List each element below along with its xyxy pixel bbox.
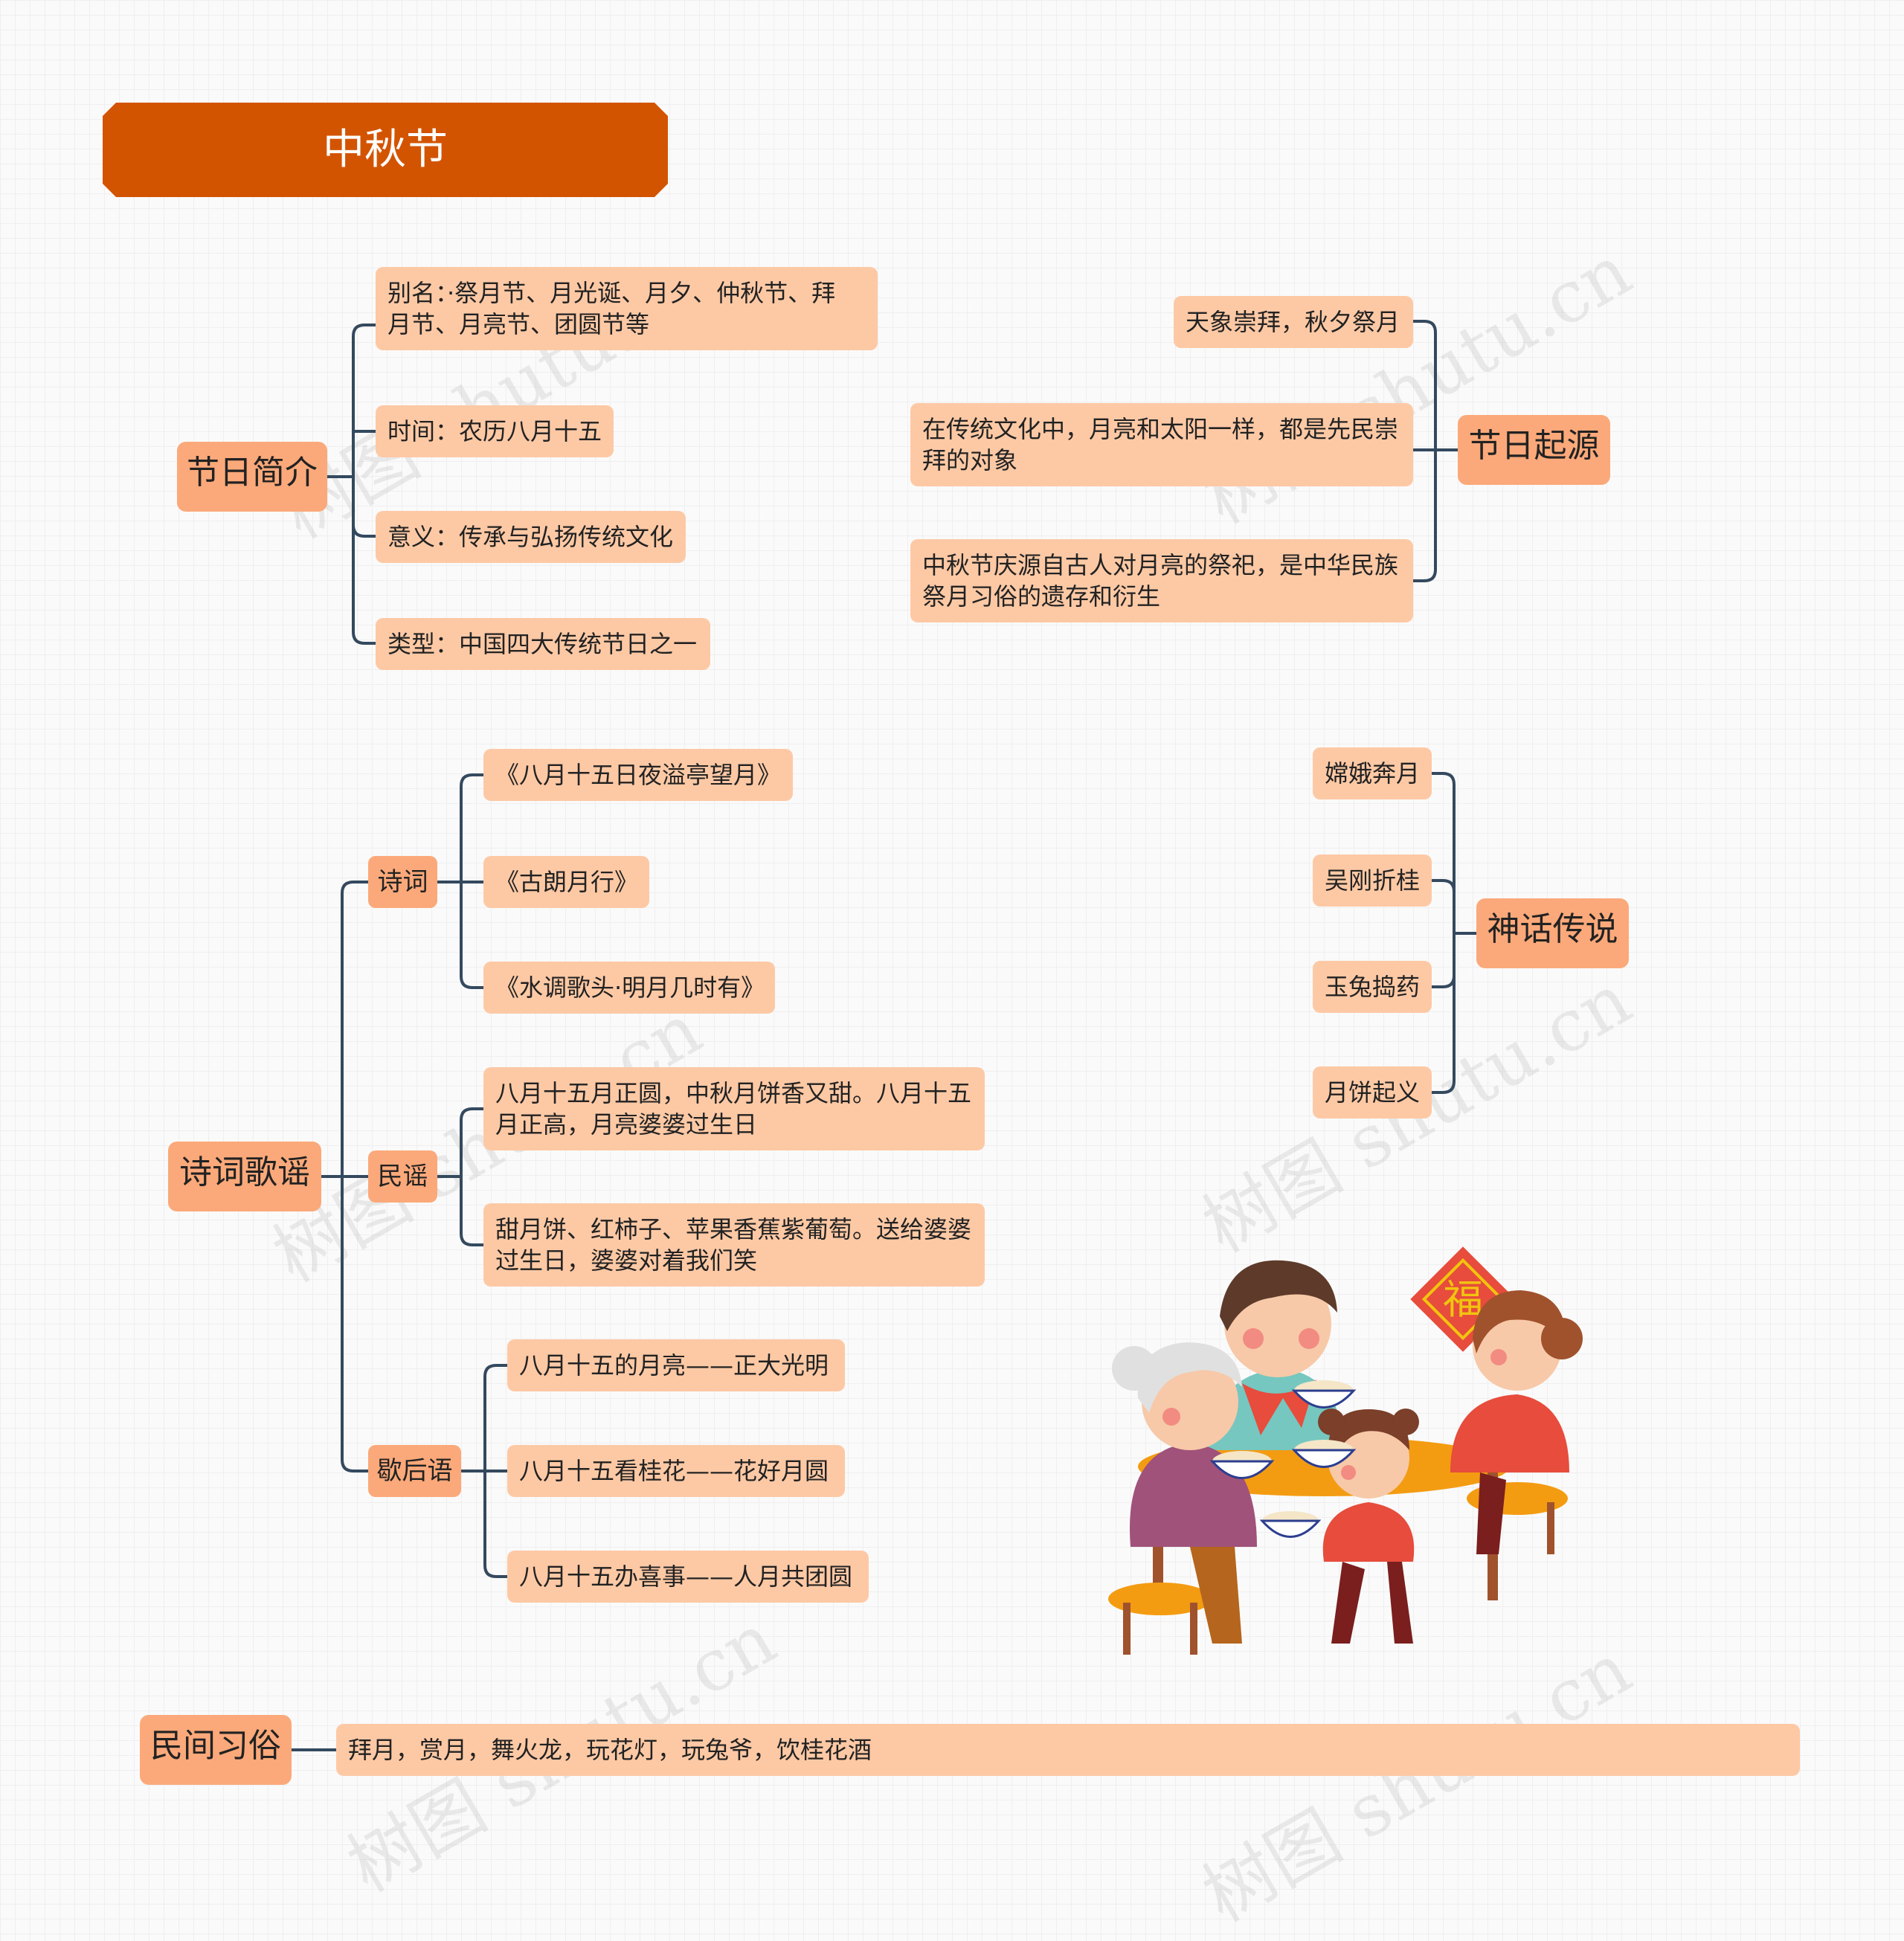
- branch-poetry[interactable]: 诗词歌谣: [168, 1142, 321, 1211]
- branch-myth[interactable]: 神话传说: [1476, 898, 1629, 968]
- poetry-group-ballads[interactable]: 民谣: [368, 1150, 437, 1203]
- intro-item-type[interactable]: 类型：中国四大传统节日之一: [376, 618, 710, 670]
- xiehouyu-item[interactable]: 八月十五办喜事——人月共团圆: [507, 1551, 869, 1603]
- branch-origin[interactable]: 节日起源: [1458, 415, 1610, 485]
- fu-character: 福: [1443, 1276, 1483, 1323]
- origin-item-culture[interactable]: 在传统文化中，月亮和太阳一样，都是先民崇 拜的对象: [910, 403, 1413, 486]
- poem-item[interactable]: 《八月十五日夜溢亭望月》: [483, 749, 793, 801]
- branch-custom[interactable]: 民间习俗: [140, 1715, 292, 1785]
- xiehouyu-item[interactable]: 八月十五的月亮——正大光明: [507, 1339, 845, 1391]
- poem-item[interactable]: 《古朗月行》: [483, 856, 649, 908]
- poetry-group-poems[interactable]: 诗词: [368, 856, 437, 908]
- origin-item-worship[interactable]: 天象崇拜，秋夕祭月: [1174, 296, 1413, 348]
- myth-item[interactable]: 嫦娥奔月: [1313, 747, 1432, 799]
- xiehouyu-item[interactable]: 八月十五看桂花——花好月圆: [507, 1445, 845, 1497]
- origin-item-source[interactable]: 中秋节庆源自古人对月亮的祭祀，是中华民族 祭月习俗的遗存和衍生: [910, 539, 1413, 622]
- intro-item-meaning[interactable]: 意义：传承与弘扬传统文化: [376, 511, 686, 563]
- family-mooncake-illustration: 福: [1108, 1246, 1583, 1655]
- ballad-item[interactable]: 八月十五月正圆，中秋月饼香又甜。八月十五 月正高，月亮婆婆过生日: [483, 1067, 985, 1150]
- page-title: 中秋节: [103, 103, 668, 197]
- myth-item[interactable]: 吴刚折桂: [1313, 854, 1432, 907]
- myth-item[interactable]: 月饼起义: [1313, 1066, 1432, 1118]
- ballad-item[interactable]: 甜月饼、红柿子、苹果香蕉紫葡萄。送给婆婆 过生日，婆婆对着我们笑: [483, 1203, 985, 1287]
- myth-item[interactable]: 玉兔捣药: [1313, 961, 1432, 1013]
- intro-item-time[interactable]: 时间：农历八月十五: [376, 405, 614, 457]
- poetry-group-xiehouyu[interactable]: 歇后语: [368, 1445, 461, 1497]
- branch-intro[interactable]: 节日简介: [177, 442, 327, 512]
- custom-item[interactable]: 拜月，赏月，舞火龙，玩花灯，玩兔爷，饮桂花酒: [336, 1724, 1800, 1776]
- poem-item[interactable]: 《水调歌头·明月几时有》: [483, 962, 775, 1014]
- connector-lines: [290, 320, 1478, 1751]
- intro-item-alias[interactable]: 别名：·祭月节、月光诞、月夕、仲秋节、拜 月节、月亮节、团圆节等: [376, 267, 878, 350]
